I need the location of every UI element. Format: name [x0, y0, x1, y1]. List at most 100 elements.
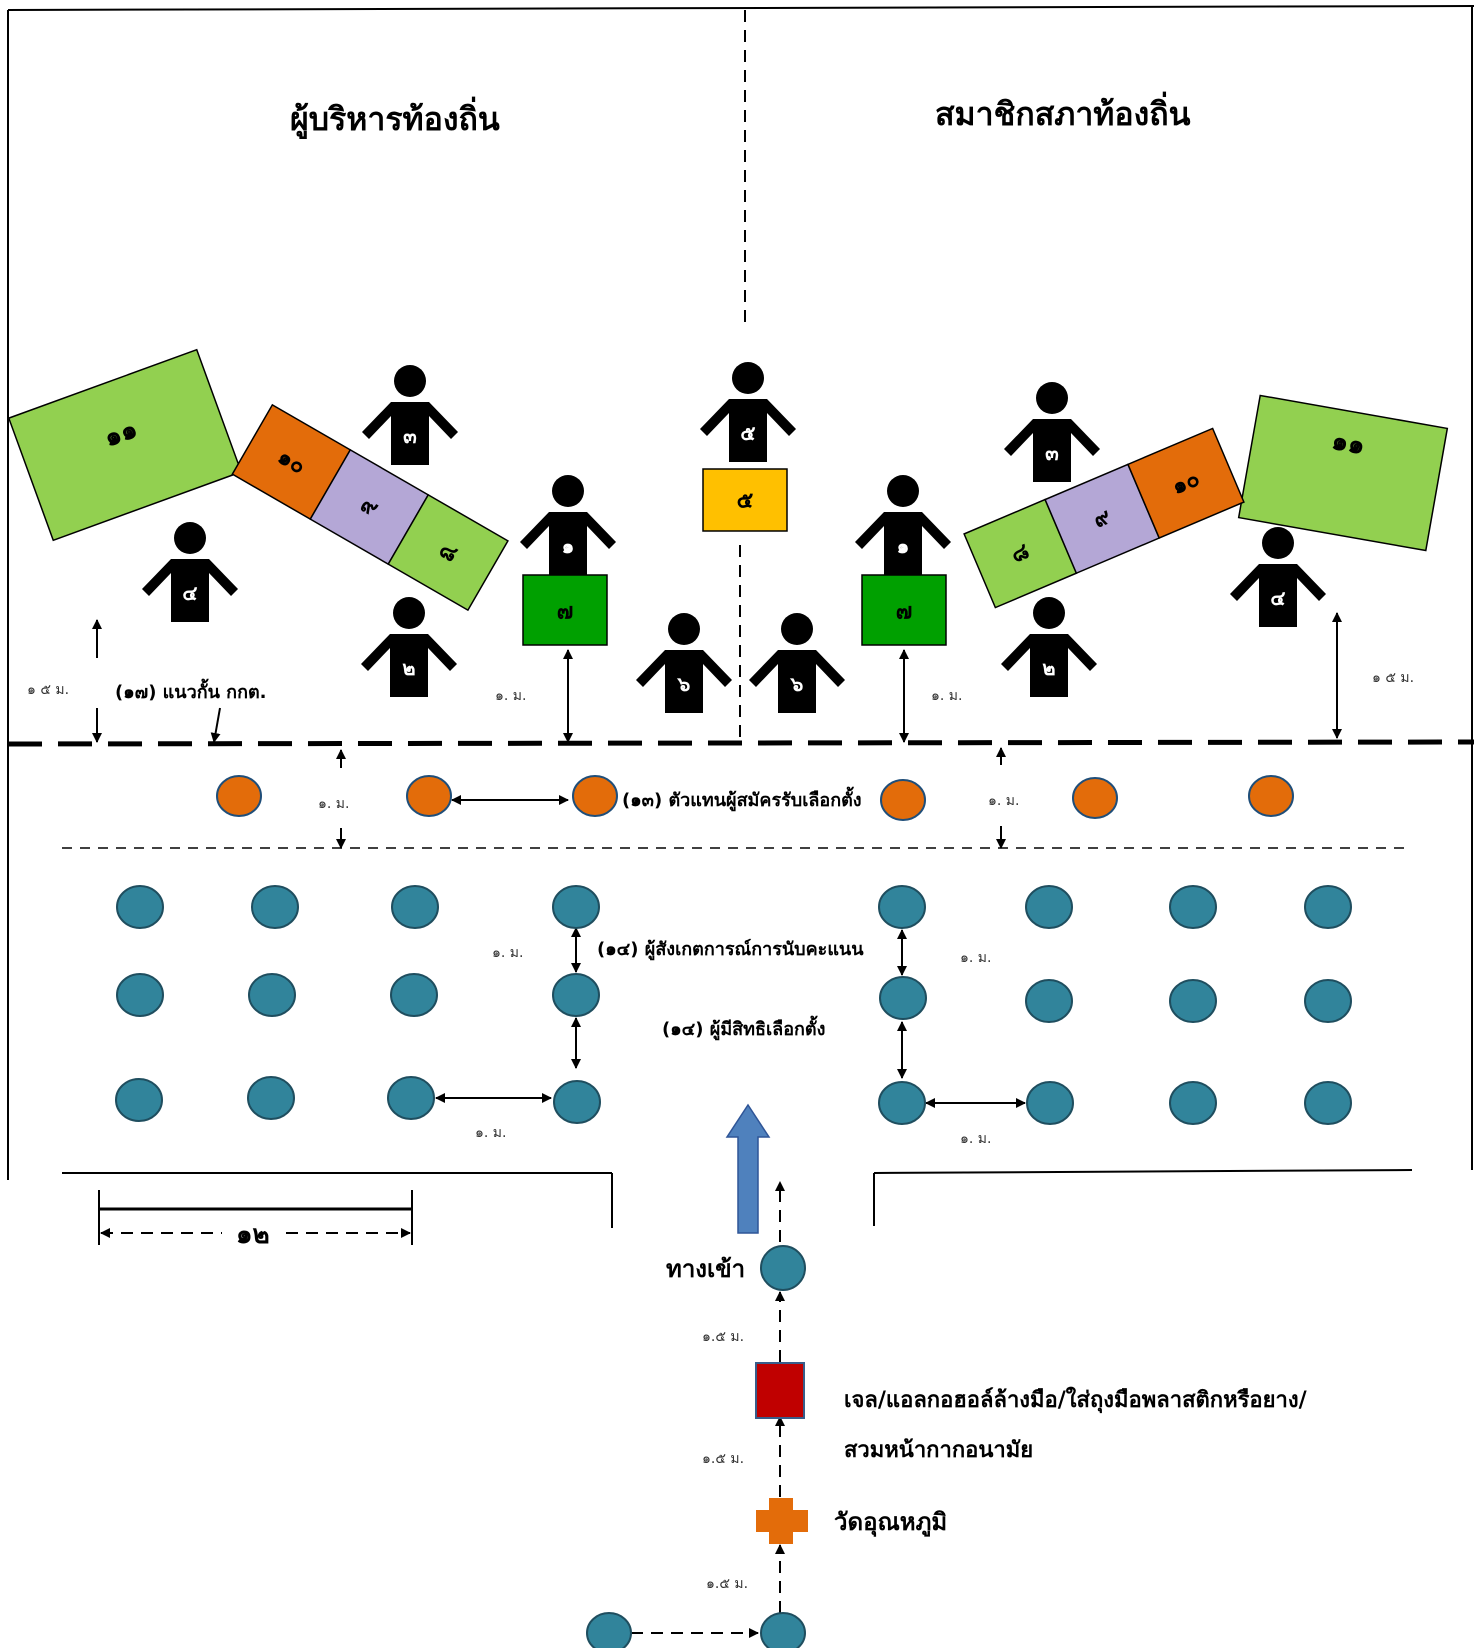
- distance-entrance-3: ๑.๕ ม.: [706, 1576, 748, 1592]
- voter-2: [251, 885, 299, 929]
- voter-1: [116, 885, 164, 929]
- distance-7r: ๑. ม.: [931, 688, 962, 704]
- voter-13: [878, 885, 926, 929]
- voter-3: [391, 885, 439, 929]
- table-7-left-number: ๗: [557, 600, 574, 625]
- entrance-person: [760, 1245, 806, 1291]
- distance-obs-left: ๑. ม.: [492, 945, 523, 961]
- person-number: ๑: [897, 534, 910, 558]
- gel-label-1: เจล/แอลกอฮอล์ล้างมือ/ใส่ถุงมือพลาสติกหรื…: [844, 1386, 1308, 1414]
- width-label: ๑๒: [236, 1220, 270, 1250]
- table-11-left: ๑๑: [7, 348, 243, 542]
- distance-sep-left: ๑. ม.: [318, 796, 349, 812]
- voters-label: (๑๔) ผู้มีสิทธิเลือกตั้ง: [662, 1015, 825, 1041]
- candidate-rep-2: [406, 775, 452, 817]
- table-strip-left: ๑๐ ๙ ๘: [231, 403, 509, 612]
- width-marker: [98, 1190, 413, 1245]
- distance-left-15: ๑ ๕ ม.: [27, 682, 69, 698]
- person-n1-right: ๑: [855, 475, 951, 575]
- person-n5-center: ๕: [700, 362, 796, 462]
- person-n3-left: ๓: [362, 365, 458, 465]
- voter-6: [248, 973, 296, 1017]
- heading-left: ผู้บริหารท้องถิ่น: [290, 96, 500, 140]
- gel-station: [755, 1362, 805, 1419]
- entrance-label: ทางเข้า: [666, 1255, 745, 1283]
- person-number: ๔: [1270, 586, 1285, 610]
- person-number: ๓: [1045, 441, 1059, 465]
- voter-17: [879, 976, 927, 1020]
- voter-8: [552, 973, 600, 1017]
- person-number: ๕: [740, 421, 755, 445]
- voter-22: [1026, 1081, 1074, 1125]
- voter-10: [247, 1076, 295, 1120]
- queue-person-2: [760, 1612, 806, 1648]
- candidate-rep-3: [572, 775, 618, 817]
- ect-barrier-line: [7, 739, 1475, 747]
- person-number: ๒: [402, 656, 415, 680]
- candidate-rep-5: [1072, 777, 1118, 819]
- person-number: ๒: [1042, 656, 1055, 680]
- person-n6-left: ๖: [636, 613, 732, 713]
- candidate-rep-4: [880, 779, 926, 821]
- voter-19: [1169, 979, 1217, 1023]
- candidate-rep-label: (๑๓) ตัวแทนผู้สมัครรับเลือกตั้ง: [622, 786, 862, 812]
- voter-12: [553, 1080, 601, 1124]
- distance-7l: ๑. ม.: [495, 688, 526, 704]
- table-11-right-number: ๑๑: [1329, 426, 1367, 461]
- ballot-box-5: [702, 468, 788, 532]
- table-7-right: [861, 574, 947, 646]
- room-boundary: [7, 5, 1475, 1228]
- table-7-left: [522, 574, 608, 646]
- person-n4-left: ๔: [142, 522, 238, 622]
- person-n1-left: ๑: [520, 475, 616, 575]
- voter-14: [1025, 885, 1073, 929]
- measure-arrows: [92, 612, 1342, 1108]
- voter-11: [387, 1076, 435, 1120]
- entrance-flow: [631, 1181, 785, 1638]
- ballot-box-5-number: ๕: [737, 489, 754, 514]
- voter-5: [116, 973, 164, 1017]
- queue-person-1: [586, 1612, 632, 1648]
- person-number: ๖: [790, 672, 804, 696]
- person-number: ๑: [562, 534, 575, 558]
- voter-24: [1304, 1081, 1352, 1125]
- candidate-rep-6: [1248, 775, 1294, 817]
- person-n4-right: ๔: [1230, 527, 1326, 627]
- distance-entrance-2: ๑.๕ ม.: [702, 1451, 744, 1467]
- person-number: ๖: [677, 672, 691, 696]
- voter-21: [878, 1081, 926, 1125]
- person-n3-right: ๓: [1004, 382, 1100, 482]
- table-11-right: ๑๑: [1237, 394, 1449, 552]
- voter-15: [1169, 885, 1217, 929]
- heading-right: สมาชิกสภาท้องถิ่น: [935, 91, 1191, 133]
- person-number: ๓: [403, 424, 417, 448]
- distance-entrance-1: ๑.๕ ม.: [702, 1329, 744, 1345]
- temperature-station: [756, 1498, 808, 1544]
- table-strip-right: ๘ ๙ ๑๐: [963, 427, 1245, 609]
- entrance-direction-arrow: [725, 1103, 771, 1234]
- voter-20: [1304, 979, 1352, 1023]
- gel-label-2: สวมหน้ากากอนามัย: [844, 1438, 1033, 1463]
- distance-row-left: ๑. ม.: [475, 1125, 506, 1141]
- person-number: ๔: [182, 581, 197, 605]
- voter-18: [1025, 979, 1073, 1023]
- candidate-rep-1: [216, 775, 262, 817]
- person-n6-right: ๖: [749, 613, 845, 713]
- observer-label: (๑๔) ผู้สังเกตการณ์การนับคะแนน: [597, 938, 864, 961]
- person-n2-left: ๒: [361, 597, 457, 697]
- center-divider: [739, 10, 746, 740]
- distance-row-right: ๑. ม.: [960, 1131, 991, 1147]
- distance-obs-right: ๑. ม.: [960, 950, 991, 966]
- person-n2-right: ๒: [1001, 597, 1097, 697]
- table-7-right-number: ๗: [896, 600, 913, 625]
- distance-right-15: ๑ ๕ ม.: [1372, 670, 1414, 686]
- barrier-label: (๑๗) แนวกั้น กกต.: [115, 678, 267, 703]
- voter-7: [390, 973, 438, 1017]
- voter-4: [552, 885, 600, 929]
- voter-23: [1169, 1081, 1217, 1125]
- temperature-label: วัดอุณหภูมิ: [834, 1508, 947, 1538]
- distance-sep-right: ๑. ม.: [988, 793, 1019, 809]
- voter-9: [115, 1078, 163, 1122]
- voter-16: [1304, 885, 1352, 929]
